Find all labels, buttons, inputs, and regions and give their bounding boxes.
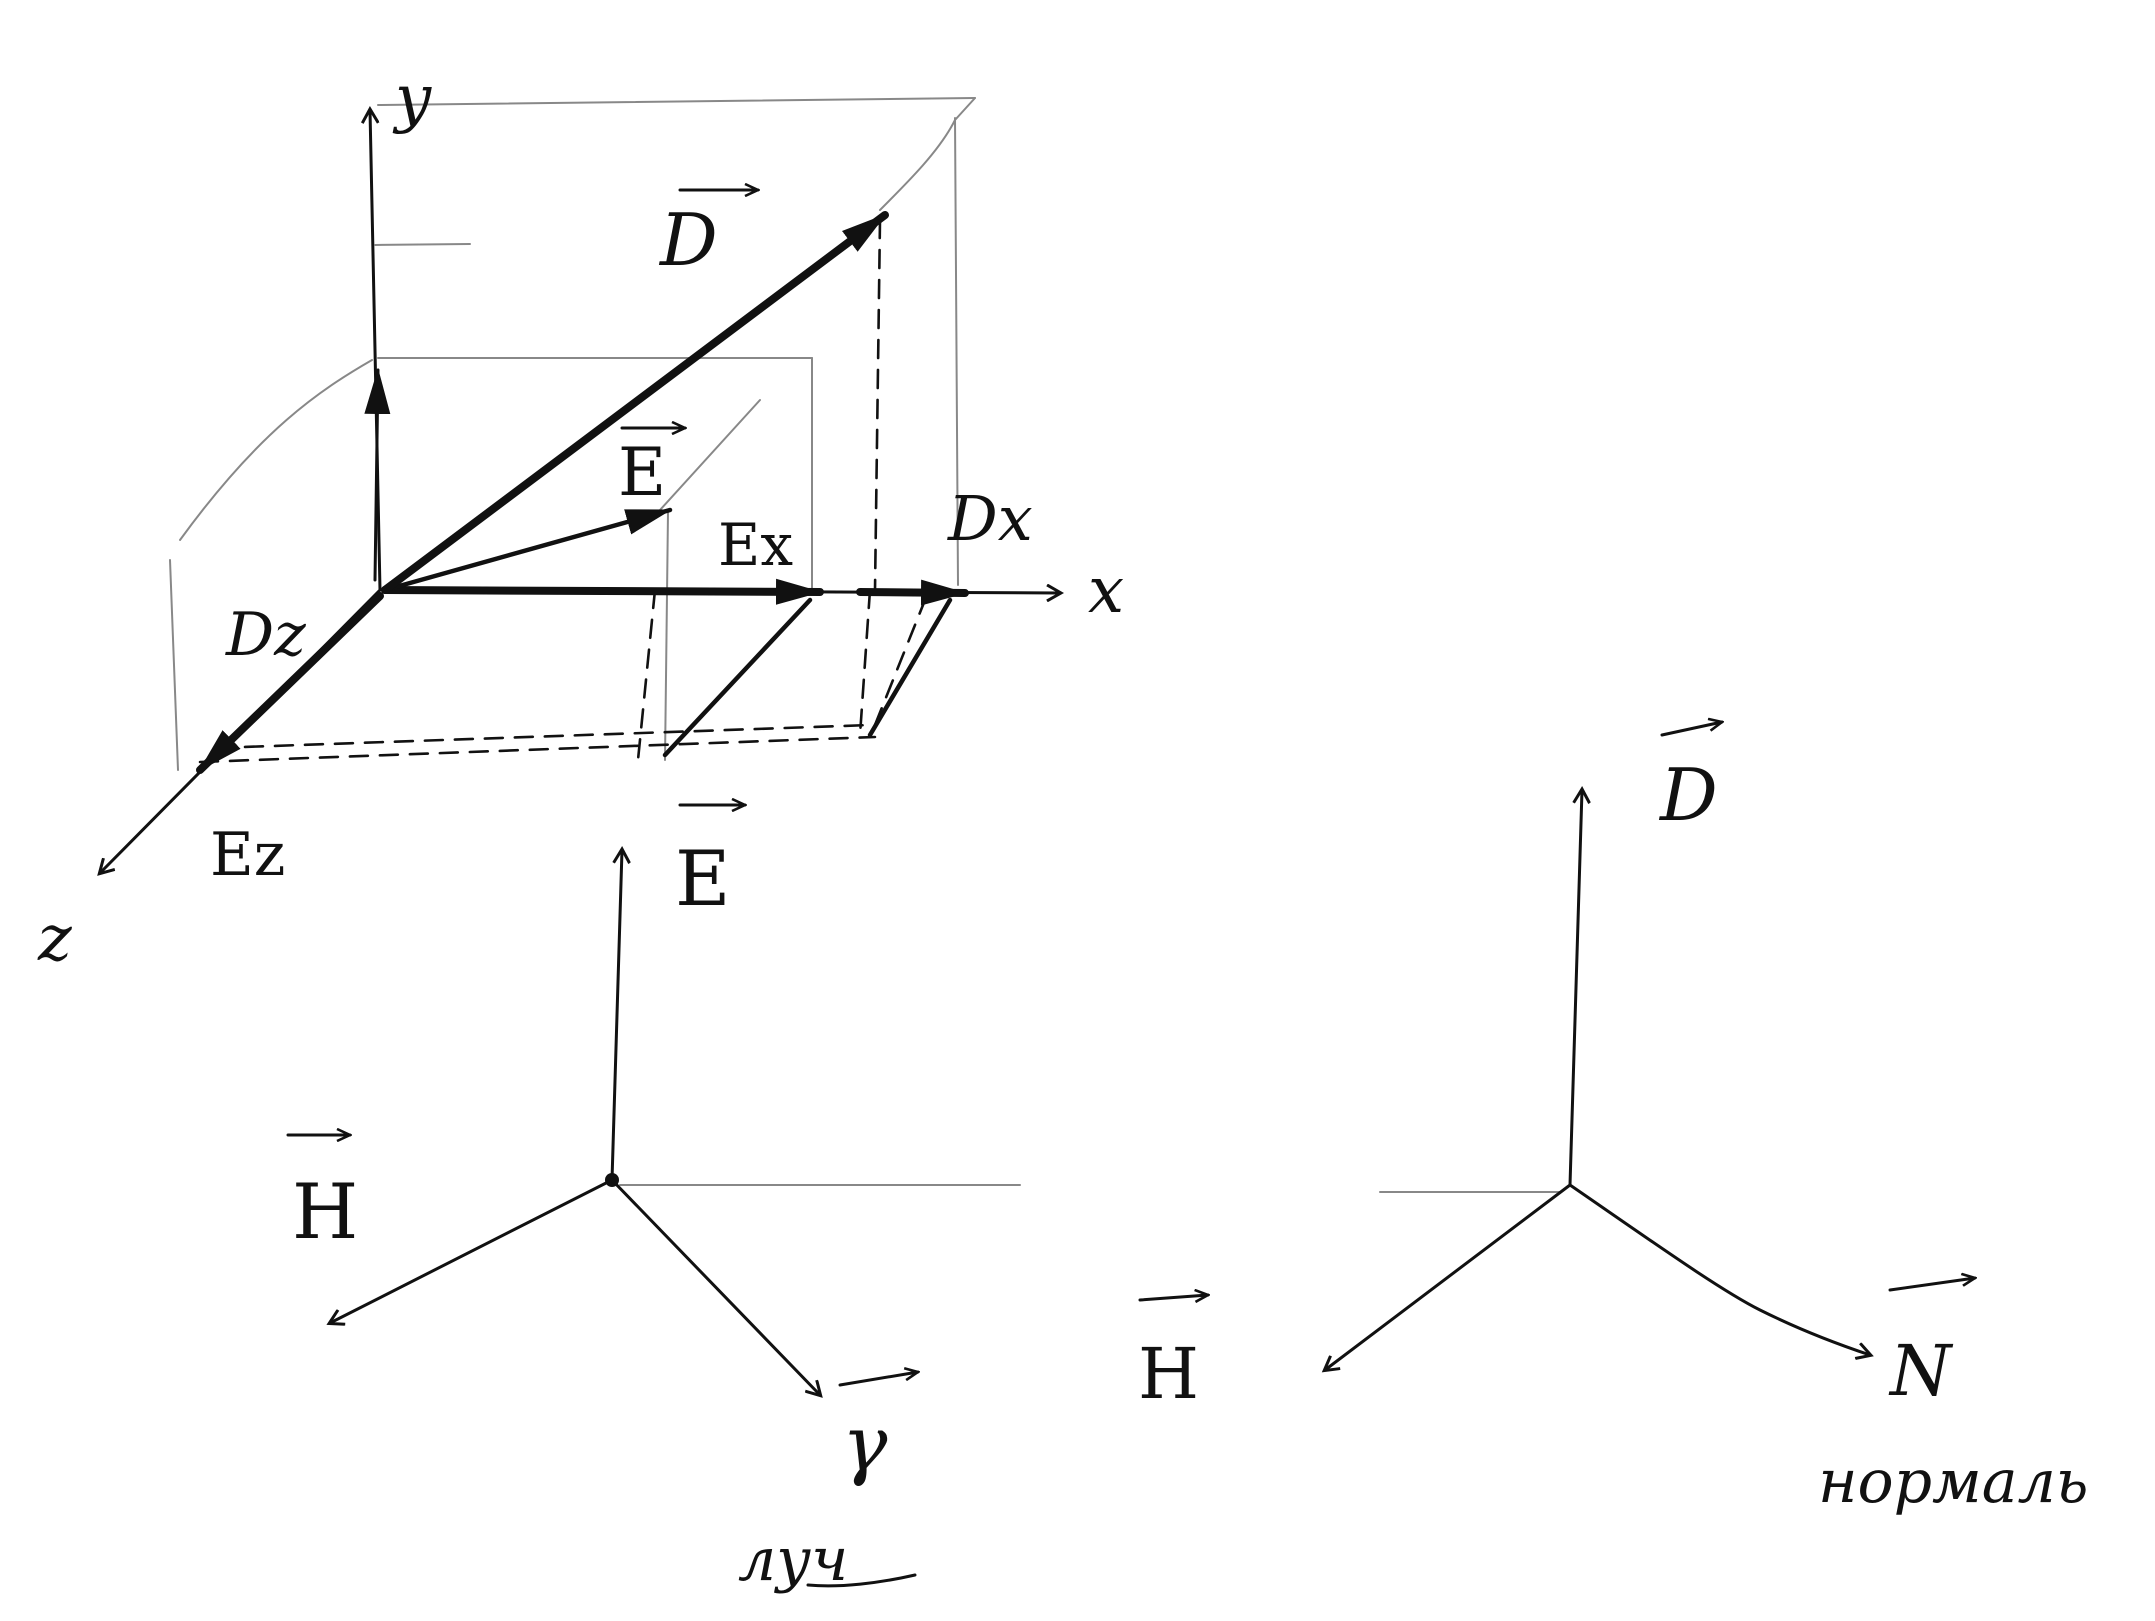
projection-Dx	[867, 597, 953, 738]
y-axis	[370, 110, 382, 592]
label-gamma: γ	[842, 1399, 888, 1488]
vector-H-right	[1325, 1183, 1572, 1370]
label-Dz: Dz	[225, 600, 306, 670]
label-H-right-group: H	[1138, 1295, 1208, 1415]
vector-Dx	[856, 579, 969, 606]
caption-luch: луч	[738, 1525, 848, 1595]
label-Dx: Dx	[947, 482, 1033, 555]
label-x-axis: x	[1088, 554, 1124, 628]
label-H-right: H	[1138, 1333, 1199, 1415]
label-H-lower: H	[292, 1167, 358, 1256]
dashed-projections	[198, 218, 927, 764]
caption-normal: нормаль	[1818, 1447, 2088, 1517]
label-gamma-group: γ	[838, 1372, 918, 1488]
label-vector-D: D	[658, 198, 718, 282]
vector-gamma	[610, 1178, 820, 1395]
vector-H-lower	[330, 1178, 614, 1323]
arrow-over-D-lower	[1660, 722, 1722, 737]
vector-Dz-Ez	[196, 592, 384, 774]
caption-luch-underline	[806, 1573, 917, 1588]
vector-D	[381, 211, 889, 594]
label-y-axis: y	[392, 62, 432, 136]
arrow-over-N	[1888, 1278, 1975, 1292]
vector-D-lower	[1568, 790, 1582, 1187]
label-E-lower-group: E	[675, 805, 745, 923]
label-E-lower: E	[675, 834, 730, 923]
arrow-over-H-right	[1138, 1295, 1208, 1300]
label-N-group: N	[1888, 1278, 1975, 1412]
bottom-left-diagram: E H γ луч	[286, 805, 918, 1595]
projection-Ex	[662, 597, 813, 758]
label-D-lower-group: D	[1658, 722, 1722, 837]
label-Ez: Ez	[210, 820, 285, 890]
vector-E	[382, 507, 673, 593]
label-E-group: E	[618, 428, 685, 511]
top-3d-diagram: y x z D E Ex Dx Dz Ez	[37, 62, 1561, 1193]
vector-y-component	[364, 368, 391, 582]
vector-N	[1568, 1183, 1870, 1355]
label-z-axis: z	[37, 902, 73, 976]
label-vector-E: E	[618, 434, 666, 511]
label-D-group: D	[658, 190, 758, 282]
label-D-lower: D	[1658, 753, 1718, 837]
vector-Ex	[381, 578, 824, 605]
vector-E-lower	[610, 850, 622, 1182]
bottom-right-diagram: D H N нормаль	[1138, 722, 2088, 1517]
construction-lines	[169, 97, 1561, 1193]
label-Ex: Ex	[718, 511, 793, 579]
label-N: N	[1888, 1330, 1954, 1412]
label-H-lower-group: H	[286, 1135, 358, 1256]
arrow-over-gamma	[838, 1372, 918, 1387]
